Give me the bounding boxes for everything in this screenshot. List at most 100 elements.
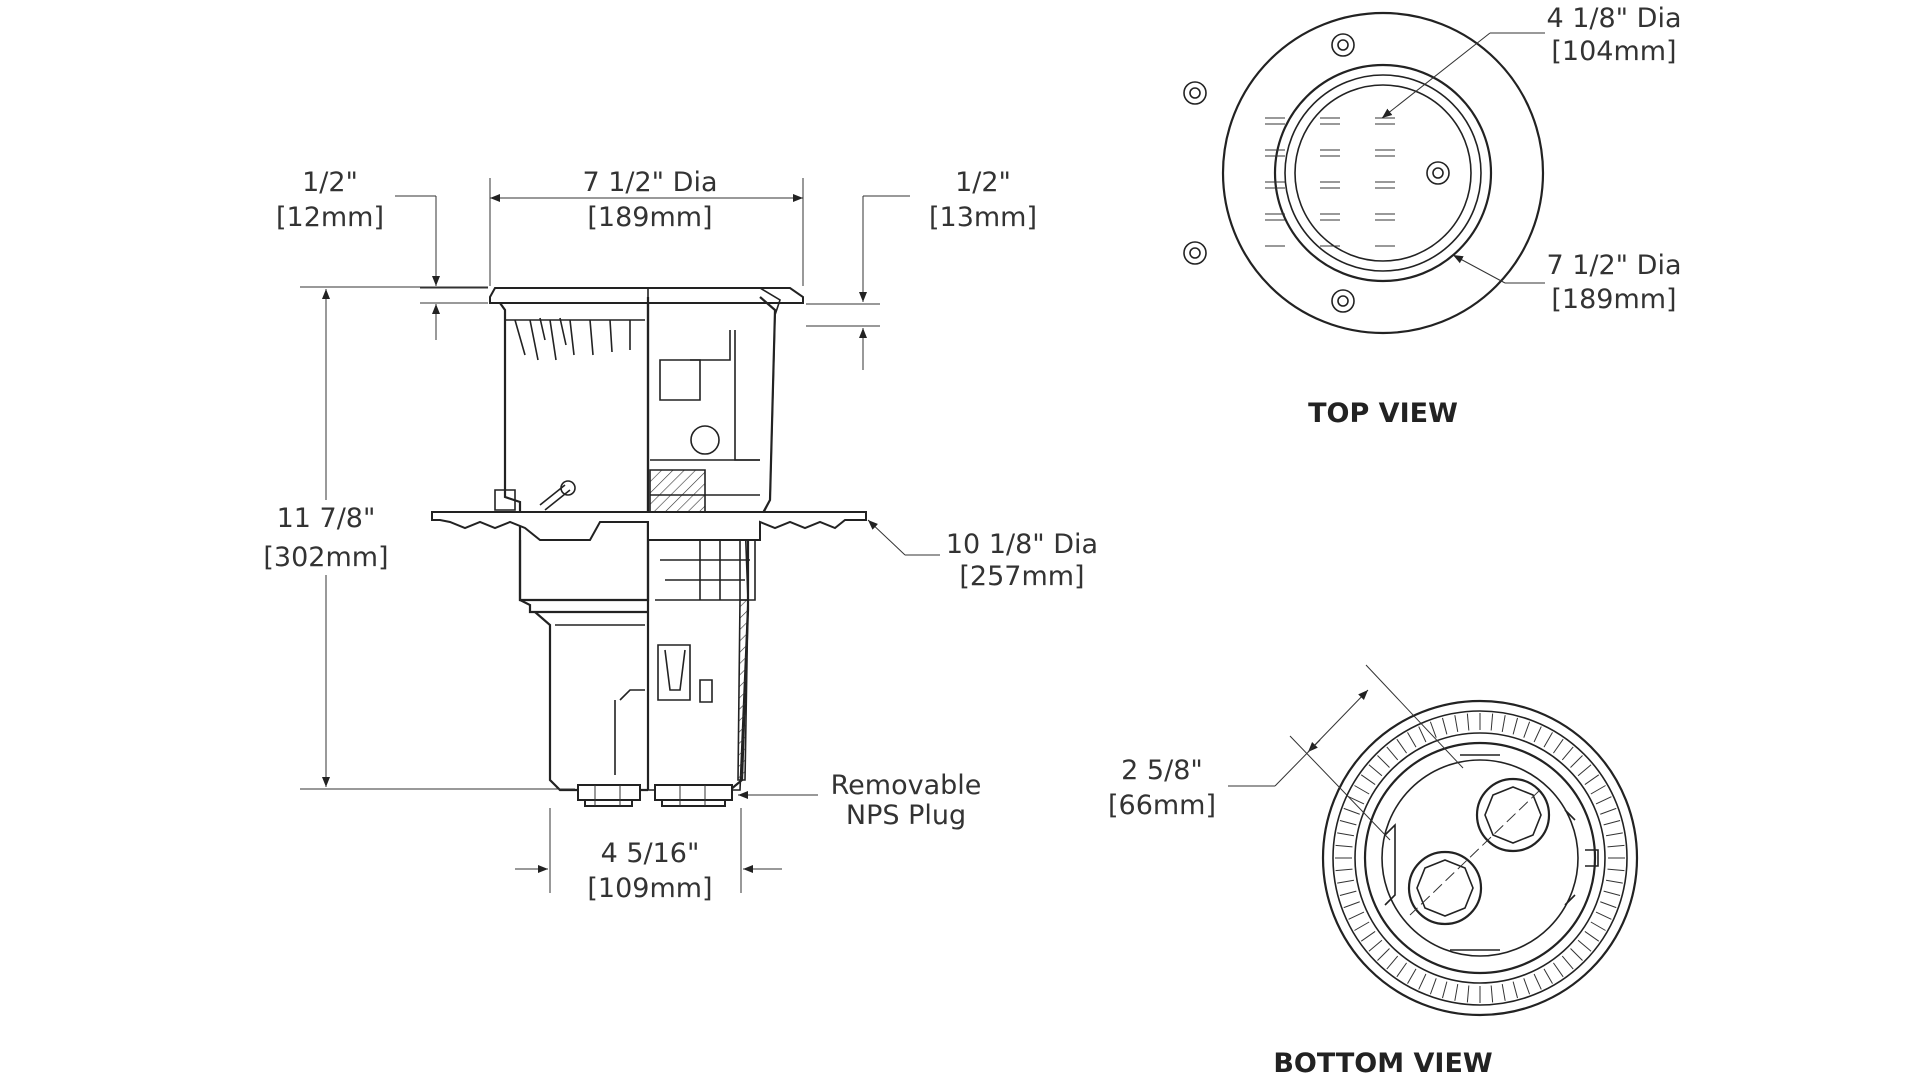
rim-tooth <box>1605 832 1623 837</box>
rim-tooth <box>1501 983 1506 1001</box>
rim-tooth <box>1343 901 1360 909</box>
rim-tooth <box>1337 832 1355 837</box>
rim-tooth <box>1577 764 1592 777</box>
port-spacing-mm: [66mm] <box>1108 790 1216 821</box>
base-width-in: 4 5/16" <box>601 838 700 869</box>
flange-diameter-in: 10 1/8" Dia <box>946 529 1098 560</box>
rim-tooth <box>1512 717 1519 735</box>
rim-tooth <box>1553 962 1564 978</box>
rim-tooth <box>1339 890 1357 897</box>
rim-tooth <box>1418 973 1427 990</box>
rim-diameter-mm: [189mm] <box>1551 284 1676 315</box>
rim-tooth <box>1348 796 1365 805</box>
top-flange-left-mm: [12mm] <box>276 202 384 233</box>
rim-tooth <box>1584 774 1600 785</box>
strainer-diameter-mm: [104mm] <box>1551 36 1676 67</box>
rim-tooth <box>1360 931 1376 942</box>
rim-tooth <box>1396 738 1407 754</box>
rim-tooth <box>1523 978 1531 995</box>
rim-tooth <box>1501 715 1506 733</box>
rim-tooth <box>1429 978 1437 995</box>
rim-tooth <box>1339 819 1357 826</box>
rim-tooth <box>1348 911 1365 920</box>
rim-tooth <box>1607 844 1625 848</box>
rim-tooth <box>1377 755 1390 768</box>
dimension-lines <box>300 178 940 893</box>
rim-tooth <box>1360 774 1376 785</box>
mounting-screws <box>1183 33 1450 313</box>
drain-port-lower <box>1407 850 1483 926</box>
base-width-mm: [109mm] <box>587 873 712 904</box>
strainer-diameter-in: 4 1/8" Dia <box>1546 3 1681 34</box>
rim-tooth <box>1533 726 1542 743</box>
rim-tooth <box>1600 807 1617 815</box>
rim-tooth <box>1543 732 1553 748</box>
rim-tooth <box>1607 868 1625 872</box>
section-view <box>431 287 867 807</box>
rim-tooth <box>1590 921 1606 931</box>
rim-tooth <box>1543 968 1553 984</box>
rim-tooth <box>1386 955 1399 970</box>
strainer-slots <box>1265 117 1395 247</box>
rim-tooth <box>1577 939 1592 952</box>
bottom-view-title: BOTTOM VIEW <box>1273 1048 1492 1079</box>
rim-tooth <box>1605 879 1623 884</box>
rim-tooth <box>1533 973 1542 990</box>
rim-tooth <box>1441 717 1448 735</box>
nps-plugs <box>577 784 733 807</box>
rim-tooth <box>1354 921 1370 931</box>
rim-tooth <box>1600 901 1617 909</box>
rim-tooth <box>1377 948 1390 961</box>
rim-tooth <box>1441 981 1448 999</box>
rim-tooth <box>1418 726 1427 743</box>
rim-tooth <box>1335 844 1353 848</box>
rim-tooth <box>1603 890 1621 897</box>
rim-tooth <box>1561 955 1574 970</box>
rim-tooth <box>1523 721 1531 738</box>
plug-label-line2: NPS Plug <box>846 800 966 831</box>
top-flange-right-in: 1/2" <box>955 167 1011 198</box>
rim-tooth <box>1337 879 1355 884</box>
overall-height-in: 11 7/8" <box>277 503 376 534</box>
rim-tooth <box>1343 807 1360 815</box>
rim-tooth <box>1595 911 1612 920</box>
rim-tooth <box>1454 715 1459 733</box>
rim-tooth <box>1490 985 1494 1003</box>
top-view <box>1183 11 1545 335</box>
top-diameter-in: 7 1/2" Dia <box>582 167 717 198</box>
rim-tooth <box>1368 939 1383 952</box>
rim-tooth <box>1429 721 1437 738</box>
rim-tooth <box>1595 796 1612 805</box>
rim-tooth <box>1407 968 1417 984</box>
top-view-title: TOP VIEW <box>1308 398 1458 429</box>
rim-tooth <box>1335 868 1353 872</box>
bottom-rim-teeth <box>1335 713 1625 1003</box>
grate-fins <box>514 317 631 361</box>
rim-tooth <box>1466 985 1470 1003</box>
rim-tooth <box>1570 755 1583 768</box>
rim-tooth <box>1584 931 1600 942</box>
rim-tooth <box>1386 746 1399 761</box>
drain-port-upper <box>1475 777 1551 853</box>
rim-tooth <box>1561 746 1574 761</box>
top-flange-left-in: 1/2" <box>302 167 358 198</box>
rim-tooth <box>1603 819 1621 826</box>
rim-tooth <box>1396 962 1407 978</box>
port-spacing-in: 2 5/8" <box>1121 755 1203 786</box>
rim-tooth <box>1466 713 1470 731</box>
overall-height-mm: [302mm] <box>263 542 388 573</box>
top-flange-right-mm: [13mm] <box>929 202 1037 233</box>
rim-tooth <box>1590 785 1606 795</box>
rim-tooth <box>1553 738 1564 754</box>
rim-tooth <box>1354 785 1370 795</box>
bottom-view <box>1228 664 1639 1017</box>
rim-tooth <box>1512 981 1519 999</box>
rim-tooth <box>1490 713 1494 731</box>
rim-tooth <box>1407 732 1417 748</box>
rim-tooth <box>1570 948 1583 961</box>
rim-diameter-in: 7 1/2" Dia <box>1546 250 1681 281</box>
top-diameter-mm: [189mm] <box>587 202 712 233</box>
rim-tooth <box>1368 764 1383 777</box>
plug-label-line1: Removable <box>831 770 982 801</box>
